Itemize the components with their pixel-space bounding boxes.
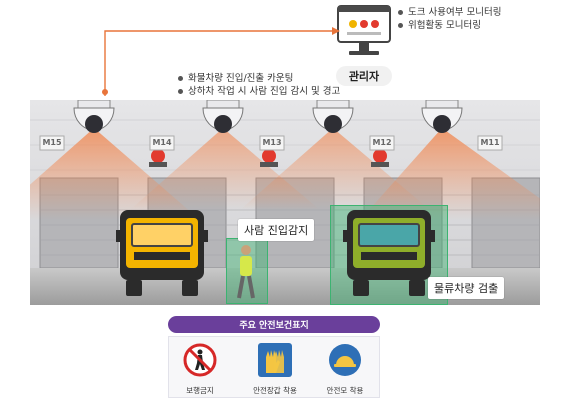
camera-bullet: 화물차량 진입/진출 카운팅 bbox=[188, 73, 294, 84]
monitor-bullet: 도크 사용여부 모니터링 bbox=[408, 7, 502, 18]
hard-hat-icon bbox=[329, 344, 361, 376]
monitor-bullet: 위험활동 모니터링 bbox=[408, 20, 481, 31]
dock-label-m12: M12 bbox=[372, 138, 392, 147]
dock-label-m14: M14 bbox=[152, 138, 172, 147]
connector-line bbox=[102, 27, 340, 96]
dock-label-m15: M15 bbox=[42, 138, 62, 147]
sign-label: 안전모 착용 bbox=[326, 386, 364, 395]
warehouse-scene bbox=[30, 100, 540, 305]
safety-signs-title: 주요 안전보건표지 bbox=[168, 316, 380, 333]
safety-gloves-icon bbox=[258, 343, 292, 377]
sign-label: 안전장갑 착용 bbox=[253, 386, 297, 395]
dock-label-m13: M13 bbox=[262, 138, 282, 147]
vehicle-detection-label: 물류차량 검출 bbox=[428, 277, 505, 299]
dock-label-m11: M11 bbox=[480, 138, 500, 147]
camera-bullet: 상하차 작업 시 사람 진입 감시 및 경고 bbox=[188, 86, 341, 97]
monitor-bullets: 도크 사용여부 모니터링 위험활동 모니터링 bbox=[398, 6, 501, 32]
worker-figure bbox=[237, 245, 255, 299]
monitor-icon bbox=[337, 5, 391, 55]
sign-label: 보행금지 bbox=[186, 386, 214, 395]
truck-left bbox=[116, 210, 208, 296]
no-pedestrian-icon bbox=[183, 343, 217, 377]
admin-label: 관리자 bbox=[336, 66, 392, 86]
person-detection-label: 사람 진입감지 bbox=[238, 219, 315, 241]
camera-bullets: 화물차량 진입/진출 카운팅 상하차 작업 시 사람 진입 감시 및 경고 bbox=[178, 72, 340, 98]
truck-right bbox=[343, 210, 435, 296]
